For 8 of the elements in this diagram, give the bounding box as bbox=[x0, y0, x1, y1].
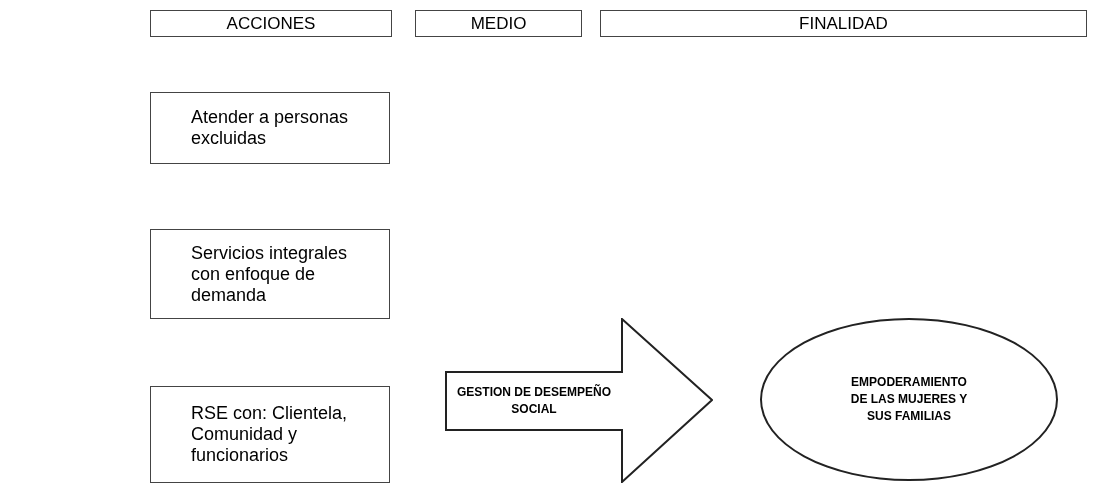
header-box: MEDIO bbox=[415, 10, 582, 37]
goal-ellipse: EMPODERAMIENTO DE LAS MUJERES Y SUS FAMILIAS bbox=[760, 318, 1058, 481]
action-box: Atender a personas excluidas bbox=[150, 92, 390, 164]
action-box: RSE con: Clientela, Comunidad y funcionarios bbox=[150, 386, 390, 483]
action-box: Servicios integrales con enfoque de demanda bbox=[150, 229, 390, 319]
header-box: FINALIDAD bbox=[600, 10, 1087, 37]
arrow-label: GESTION DE DESEMPEÑO SOCIAL bbox=[456, 383, 612, 418]
header-box: ACCIONES bbox=[150, 10, 392, 37]
